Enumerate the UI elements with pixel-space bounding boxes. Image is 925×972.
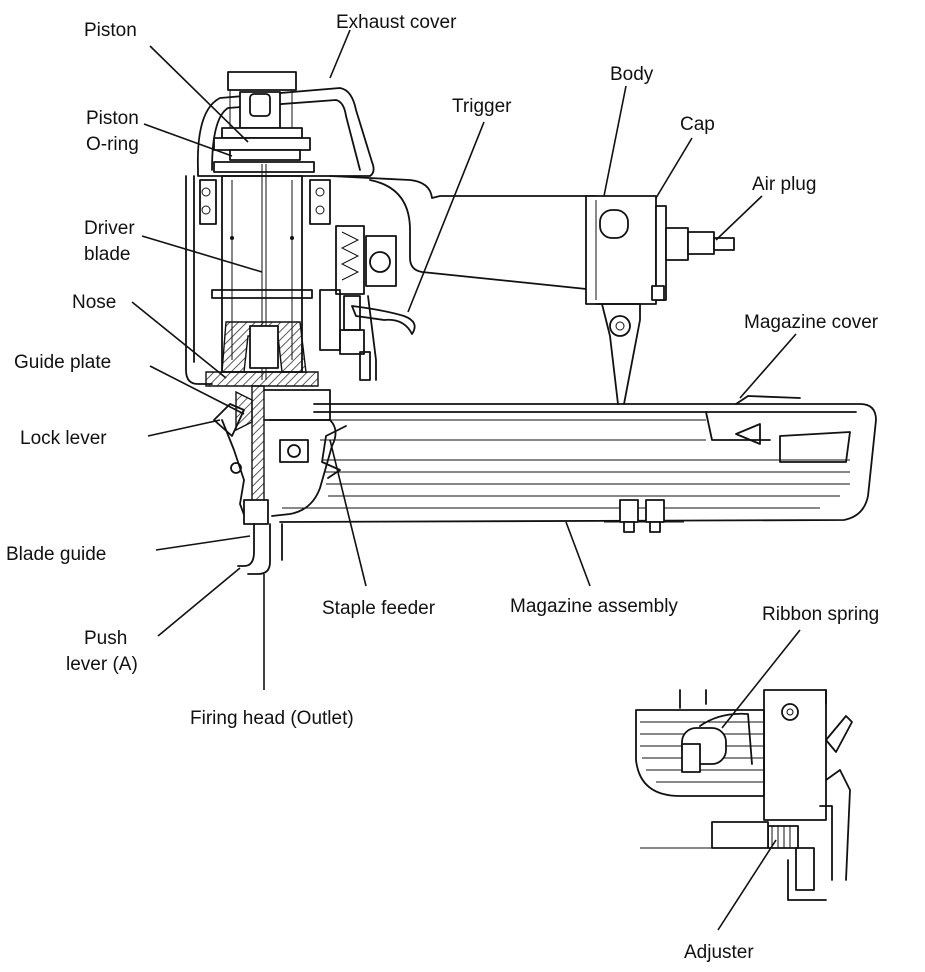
leader-nose: [131, 301, 227, 379]
leader-push-lever: [157, 567, 241, 637]
handle-strut: [595, 303, 641, 405]
label-adjuster: Adjuster: [684, 942, 754, 963]
label-magazine-assembly: Magazine assembly: [510, 596, 678, 617]
inset-drawing: [635, 689, 853, 901]
leader-staple-feeder: [329, 439, 367, 587]
label-ribbon-spring: Ribbon spring: [762, 604, 879, 625]
tool-drawing: [185, 71, 877, 575]
leader-trigger: [407, 121, 485, 313]
leader-guide-plate: [149, 365, 245, 415]
trigger-shape: [351, 305, 416, 335]
leader-air-plug: [715, 195, 763, 241]
label-air-plug: Air plug: [752, 174, 816, 195]
leader-driver-blade: [141, 235, 263, 273]
labels: Piston Exhaust cover Body Trigger Cap Pi…: [6, 12, 879, 963]
label-piston-oring-line2: O-ring: [86, 134, 139, 155]
leader-cap: [655, 137, 693, 199]
label-piston: Piston: [84, 20, 137, 41]
label-trigger: Trigger: [452, 96, 512, 117]
trigger-valve: [319, 225, 397, 381]
label-staple-feeder: Staple feeder: [322, 598, 436, 619]
leader-piston: [149, 45, 249, 143]
magazine-shape: [279, 395, 877, 533]
label-exhaust-cover: Exhaust cover: [336, 12, 457, 33]
label-body: Body: [610, 64, 654, 85]
leader-piston-oring: [143, 123, 233, 157]
nose-plate: [205, 371, 319, 387]
bumper-core: [249, 325, 279, 369]
label-magazine-cover: Magazine cover: [744, 312, 879, 333]
label-piston-oring-line1: Piston: [86, 108, 139, 129]
label-cap: Cap: [680, 114, 715, 135]
label-firing-head: Firing head (Outlet): [190, 708, 354, 729]
leader-magazine-cover: [739, 333, 797, 399]
label-guide-plate: Guide plate: [14, 352, 111, 373]
label-push-lever-line1: Push: [84, 628, 127, 649]
body-handle: [329, 175, 735, 305]
staple-feeder-shape: [321, 425, 347, 479]
leader-adjuster: [717, 839, 777, 931]
label-nose: Nose: [72, 292, 116, 313]
piston-head-shape: [213, 71, 311, 161]
leader-exhaust-cover: [329, 29, 351, 79]
leader-body: [603, 85, 627, 197]
label-push-lever-line2: lever (A): [66, 654, 138, 675]
leader-ribbon-spring: [721, 629, 801, 729]
leader-lines: [131, 29, 801, 931]
cylinder-housing: [185, 161, 331, 385]
label-blade-guide: Blade guide: [6, 544, 106, 565]
label-lock-lever: Lock lever: [20, 428, 107, 449]
leader-magazine-assembly: [565, 521, 591, 587]
label-driver-blade-line1: Driver: [84, 218, 135, 239]
leader-blade-guide: [155, 535, 251, 551]
nose-assembly: [213, 385, 337, 575]
label-driver-blade-line2: blade: [84, 244, 131, 265]
leader-lock-lever: [147, 419, 221, 437]
